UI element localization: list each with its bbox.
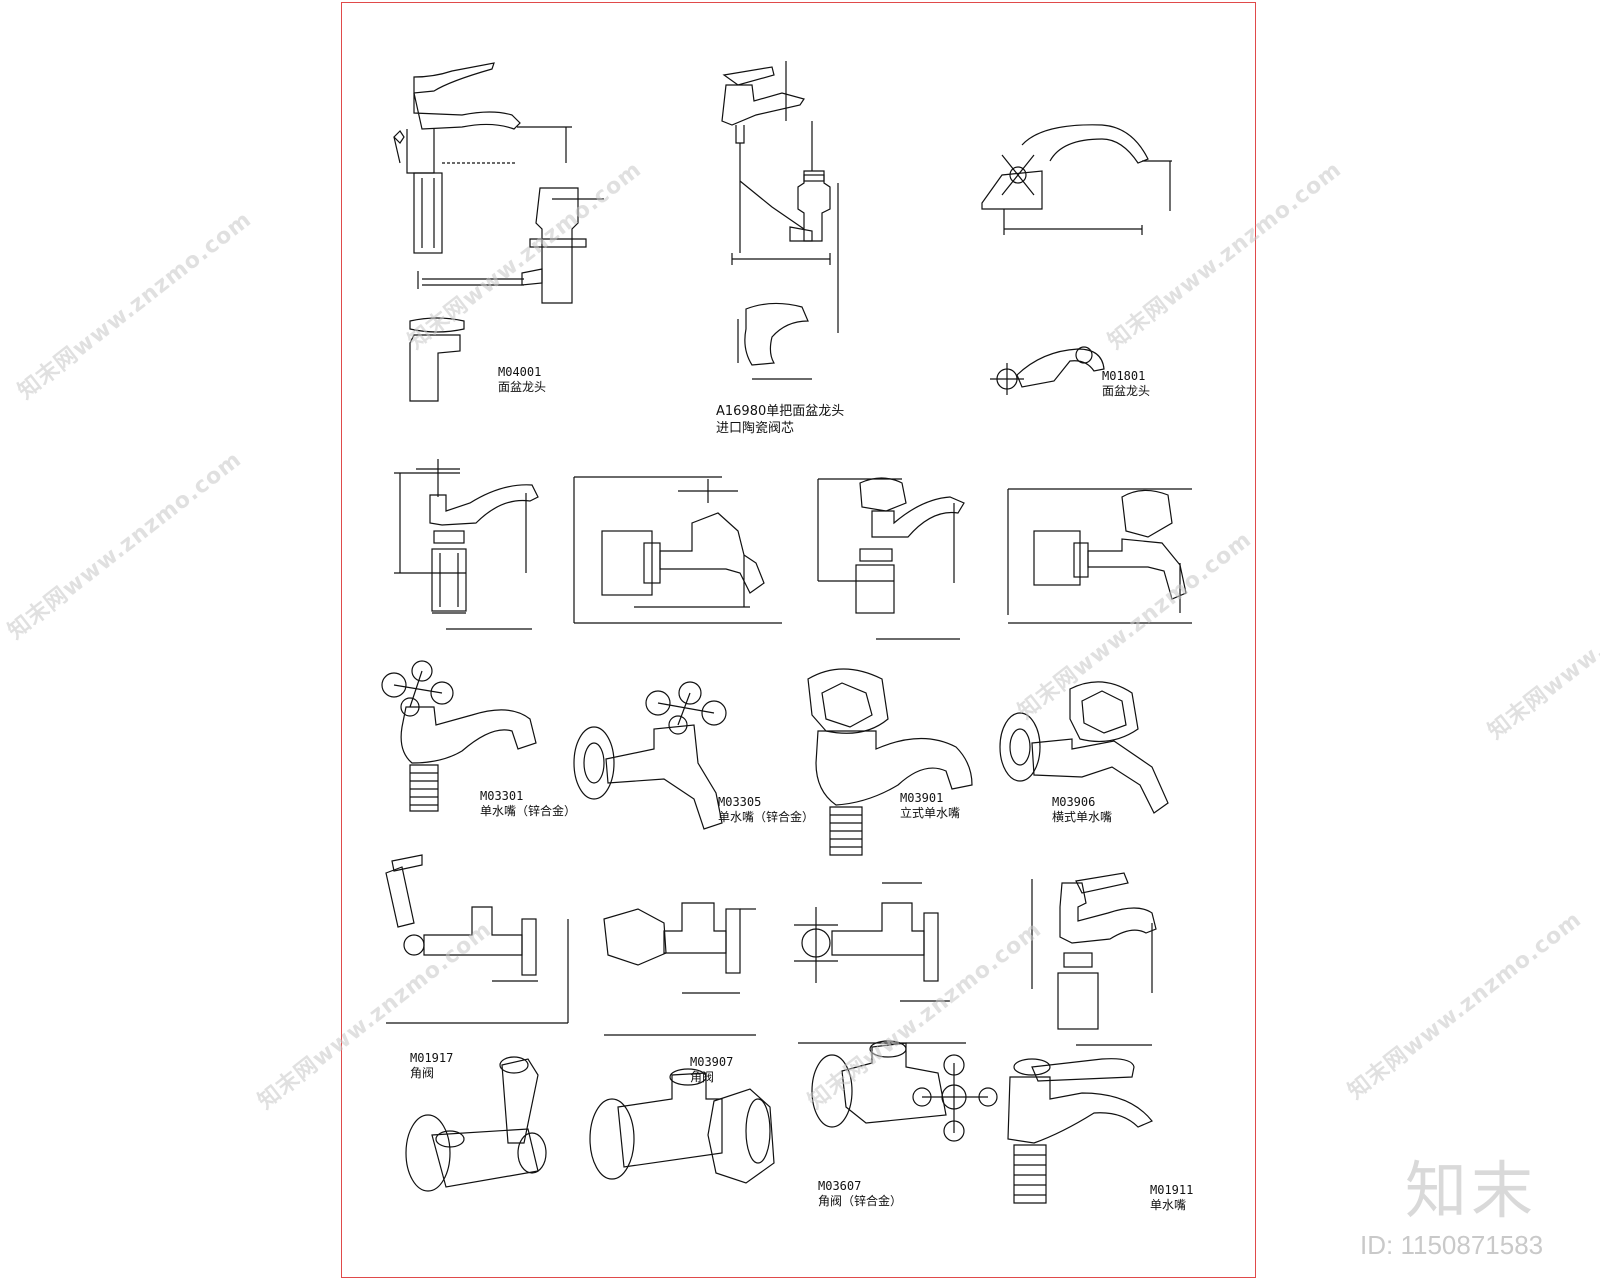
brand-id: ID: 1150871583 [1360,1230,1544,1260]
label-m04001: M04001 面盆龙头 [498,365,546,395]
code-a16980: A16980单把面盆龙头 [716,404,845,419]
label-m03305: M03305 单水嘴（锌合金） [718,795,814,825]
label-m03907: M03907 角阀 [690,1055,733,1085]
name-m01911: 单水嘴 [1150,1198,1187,1212]
tap-m03901-render [807,668,973,856]
code-m03901: M03901 [900,791,944,805]
name-m03607: 角阀（锌合金） [818,1194,903,1208]
faucet-drawings [381,61,1192,1204]
name-m03901: 立式单水嘴 [900,806,961,820]
angle-valve-m03907-render [589,1068,775,1184]
tap-m01911-render [1007,1058,1153,1204]
watermark: 知末网www.znzmo.com [1343,907,1587,1105]
label-m03607: M03607 角阀（锌合金） [818,1179,902,1209]
faucet-a16980-drawing [721,61,839,380]
tap-cross-handle-drawing [394,459,539,630]
brand-logo: 知末 [1405,1154,1538,1227]
name-m01801: 面盆龙头 [1102,384,1151,398]
label-a16980: A16980单把面盆龙头 进口陶瓷阀芯 [716,403,844,437]
code-m01801: M01801 [1102,369,1146,383]
label-m01911: M01911 单水嘴 [1150,1183,1193,1213]
angle-valve-crystal-drawing [603,902,756,1036]
name-m03301: 单水嘴（锌合金） [480,804,577,818]
tap-m03906-render [999,681,1169,814]
name-m04001: 面盆龙头 [498,380,547,394]
name-m03305: 单水嘴（锌合金） [718,810,815,824]
tap-m03305-render [573,681,727,830]
angle-valve-m03607-render [811,1040,998,1142]
watermark: 知末网www.znzmo.com [3,447,247,645]
angle-valve-m01917-render [405,1056,547,1192]
label-m03906: M03906 横式单水嘴 [1052,795,1112,825]
tap-m03301-render [381,660,537,812]
wall-tap-cross-handle-drawing [573,476,782,624]
code-m03907: M03907 [690,1055,734,1069]
label-m01917: M01917 角阀 [410,1051,453,1081]
tap-lever-drawing [1031,872,1157,1046]
code-m03305: M03305 [718,795,762,809]
faucet-m01801-drawing [981,124,1172,395]
tap-crystal-handle-drawing [817,477,965,640]
label-m03901: M03901 立式单水嘴 [900,791,960,821]
code-m04001: M04001 [498,365,542,379]
name-a16980: 进口陶瓷阀芯 [716,421,795,436]
angle-valve-lever-drawing [385,854,569,1024]
wall-tap-crystal-handle-drawing [1007,488,1192,624]
code-m01911: M01911 [1150,1183,1194,1197]
name-m03906: 横式单水嘴 [1052,810,1113,824]
name-m01917: 角阀 [410,1066,435,1080]
code-m01917: M01917 [410,1051,454,1065]
watermark: 知末网www.znzmo.com [1483,547,1600,745]
name-m03907: 角阀 [690,1070,715,1084]
watermark: 知末网www.znzmo.com [13,207,257,405]
code-m03301: M03301 [480,789,524,803]
code-m03607: M03607 [818,1179,862,1193]
label-m03301: M03301 单水嘴（锌合金） [480,789,576,819]
drawing-sheet: M04001 面盆龙头 A16980单把面盆龙头 进口陶瓷阀芯 M01801 面… [341,2,1256,1278]
code-m03906: M03906 [1052,795,1096,809]
faucet-m04001-drawing [393,62,604,402]
label-m01801: M01801 面盆龙头 [1102,369,1150,399]
angle-valve-cross-drawing [794,882,966,1044]
